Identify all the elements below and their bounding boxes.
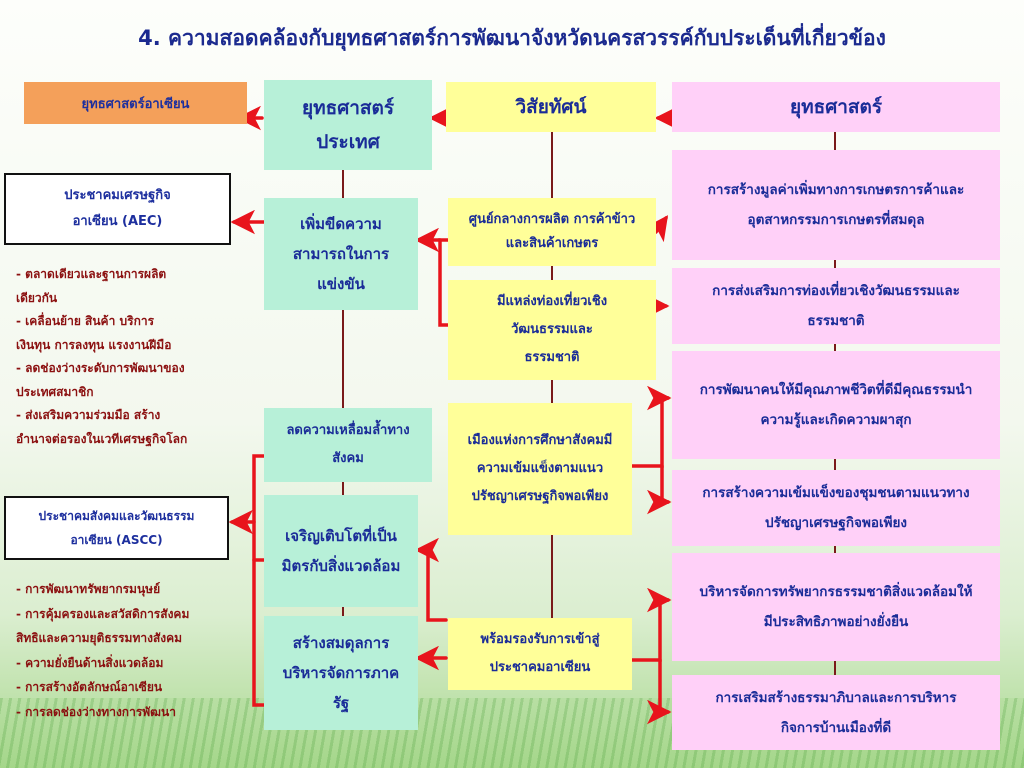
bracket-vision3-lower	[660, 464, 670, 504]
ascc-item: สิทธิและความยุติธรรมทางสังคม	[16, 631, 183, 645]
country-item-competitiveness: เพิ่มขีดความสามารถในการแข่งขัน	[264, 198, 418, 310]
ascc-line2: อาเซียน (ASCC)	[70, 533, 163, 547]
bracket-country-2-4	[252, 454, 266, 707]
ascc-item: - ความยั่งยืนด้านสิ่งแวดล้อม	[16, 655, 164, 670]
bracket-vision4-lower	[658, 658, 670, 714]
ascc-item: - การพัฒนาทรัพยากรมนุษย์	[16, 582, 161, 596]
strategy-header: ยุทธศาสตร์	[672, 82, 1000, 132]
page-title: 4. ความสอดคล้องกับยุทธศาสตร์การพัฒนาจังห…	[138, 26, 886, 50]
country-item-governance: สร้างสมดุลการบริหารจัดการภาครัฐ	[264, 616, 418, 730]
ascc-item: - การสร้างอัตลักษณ์อาเซียน	[16, 680, 163, 694]
aec-item: - ลดช่องว่างระดับการพัฒนาของ	[16, 361, 185, 375]
strategy-item-1: การสร้างมูลค่าเพิ่มทางการเกษตรการค้าและอ…	[672, 150, 1000, 260]
aec-item: ประเทศสมาชิก	[16, 384, 94, 399]
vision-item-agri-center: ศูนย์กลางการผลิต การค้าข้าว และสินค้าเกษ…	[448, 198, 656, 266]
aec-item: - ส่งเสริมความร่วมมือ สร้าง	[16, 408, 161, 422]
aec-item: เดียวกัน	[16, 290, 58, 305]
asean-strategy-header: ยุทธศาสตร์อาเซียน	[24, 82, 247, 124]
aec-line1: ประชาคมเศรษฐกิจ	[64, 188, 171, 203]
aec-item: เงินทุน การลงทุน แรงงานฝีมือ	[16, 337, 172, 352]
aec-item: อำนาจต่อรองในเวทีเศรษฐกิจโลก	[16, 431, 188, 446]
aec-item: - เคลื่อนย้าย สินค้า บริการ	[16, 314, 155, 328]
ascc-item: - การคุ้มครองและสวัสดิการสังคม	[16, 606, 190, 621]
connector-vision4-up	[426, 548, 448, 622]
bracket-vision4-upper	[630, 598, 670, 662]
strategy-item-4: การสร้างความเข้มแข็งของชุมชนตามแนวทางปรั…	[672, 470, 1000, 546]
aec-box: ประชาคมเศรษฐกิจ อาเซียน (AEC)	[4, 173, 231, 245]
vision-item-tourism: มีแหล่งท่องเที่ยวเชิงวัฒนธรรมและธรรมชาติ	[448, 280, 656, 380]
bracket-vision-1-2	[438, 238, 450, 327]
country-item-inequality: ลดความเหลื่อมล้ำทางสังคม	[264, 408, 432, 482]
ascc-box: ประชาคมสังคมและวัฒนธรรม อาเซียน (ASCC)	[4, 496, 229, 560]
country-item-green-growth: เจริญเติบโตที่เป็นมิตรกับสิ่งแวดล้อม	[264, 495, 418, 607]
strategy-item-5: บริหารจัดการทรัพยากรธรรมชาติสิ่งแวดล้อมใ…	[672, 553, 1000, 661]
ascc-item: - การลดช่องว่างทางการพัฒนา	[16, 704, 176, 719]
ascc-items-list: - การพัฒนาทรัพยากรมนุษย์ - การคุ้มครองแล…	[16, 577, 189, 724]
aec-line2: อาเซียน (AEC)	[72, 214, 163, 229]
vision-item-education: เมืองแห่งการศึกษาสังคมมีความเข้มแข็งตามแ…	[448, 403, 632, 535]
strategy-item-3: การพัฒนาคนให้มีคุณภาพชีวิตที่ดีมีคุณธรรม…	[672, 351, 1000, 459]
vision-item-asean: พร้อมรองรับการเข้าสู่ประชาคมอาเซียน	[448, 618, 632, 690]
ascc-line1: ประชาคมสังคมและวัฒนธรรม	[38, 509, 195, 523]
aec-item: - ตลาดเดียวและฐานการผลิต	[16, 267, 167, 281]
strategy-item-6: การเสริมสร้างธรรมาภิบาลและการบริหารกิจกา…	[672, 675, 1000, 750]
country-strategy-header: ยุทธศาสตร์ประเทศ	[264, 80, 432, 170]
arrow-vision1-to-strategy1	[643, 215, 669, 243]
aec-items-list: - ตลาดเดียวและฐานการผลิต เดียวกัน - เคลื…	[16, 263, 187, 451]
strategy-item-2: การส่งเสริมการท่องเที่ยวเชิงวัฒนธรรมและธ…	[672, 268, 1000, 344]
bracket-vision3-upper	[630, 396, 670, 468]
vision-header: วิสัยทัศน์	[446, 82, 656, 132]
